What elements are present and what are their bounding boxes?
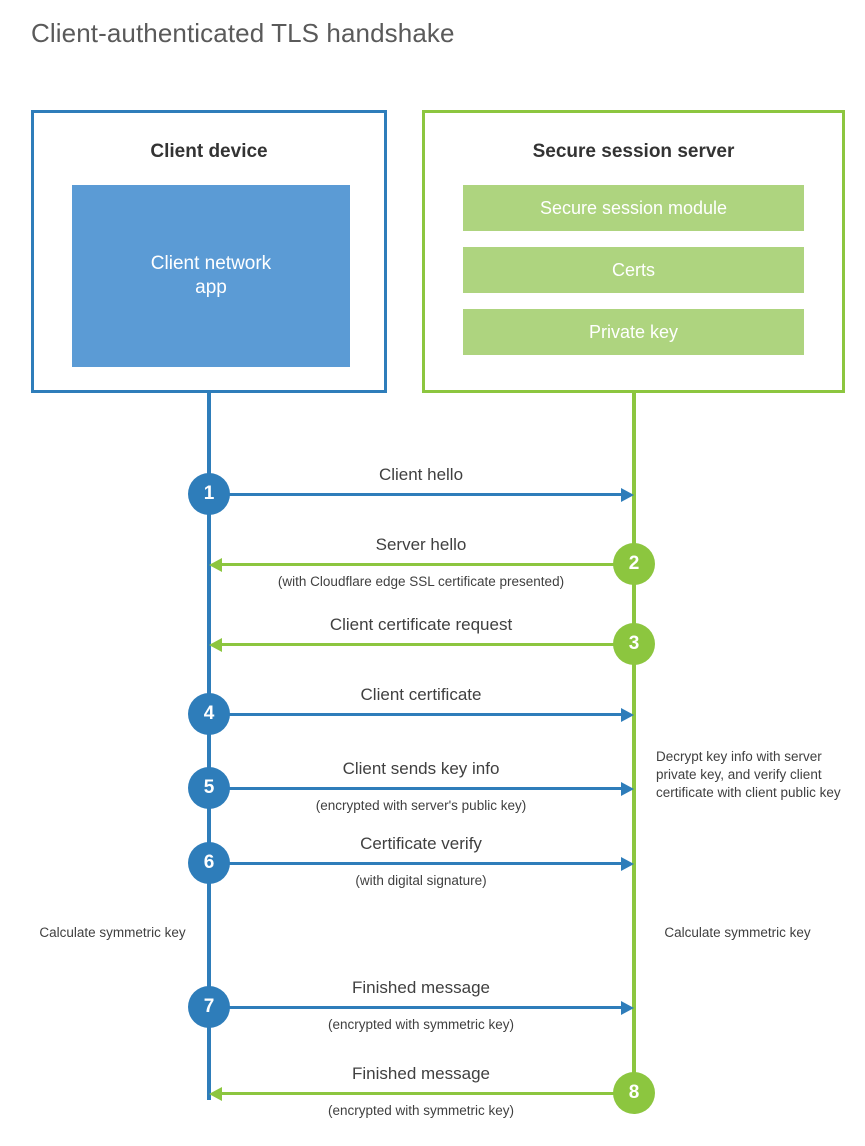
client-calculate-symmetric-key-note: Calculate symmetric key xyxy=(39,925,186,940)
step-4-arrow-head xyxy=(621,708,634,722)
step-3-arrow-head xyxy=(209,638,222,652)
step-5-sublabel: (encrypted with server's public key) xyxy=(315,798,527,813)
server-decrypt-note: Decrypt key info with server private key… xyxy=(656,749,841,800)
step-6-label: Certificate verify xyxy=(360,834,482,853)
server-lifeline xyxy=(632,393,636,1093)
server-item-label: Certs xyxy=(611,259,655,280)
step-2-label: Server hello xyxy=(375,535,467,554)
step-3-arrow-line xyxy=(222,643,634,646)
step-8-sublabel: (encrypted with symmetric key) xyxy=(327,1103,515,1118)
secure-session-server-box: Secure session server Secure session mod… xyxy=(422,110,845,393)
step-2-number-badge: 2 xyxy=(613,543,655,585)
step-6-number-badge: 6 xyxy=(188,842,230,884)
server-item-certs: Certs xyxy=(463,247,804,293)
step-4-label: Client certificate xyxy=(360,685,482,704)
step-8-number-badge: 8 xyxy=(613,1072,655,1114)
server-calculate-symmetric-key-note: Calculate symmetric key xyxy=(664,925,811,940)
step-3-label: Client certificate request xyxy=(329,615,513,634)
client-device-title: Client device xyxy=(150,141,268,162)
step-2-arrow-line xyxy=(222,563,634,566)
server-item-private-key: Private key xyxy=(463,309,804,355)
step-1-number-badge: 1 xyxy=(188,473,230,515)
step-5-arrow-head xyxy=(621,782,634,796)
step-7-sublabel: (encrypted with symmetric key) xyxy=(327,1017,515,1032)
step-7-label: Finished message xyxy=(352,978,490,997)
step-6-arrow-head xyxy=(621,857,634,871)
step-5-number-badge: 5 xyxy=(188,767,230,809)
step-5-arrow-line xyxy=(209,787,621,790)
step-7-arrow-line xyxy=(209,1006,621,1009)
step-1-arrow-line xyxy=(209,493,621,496)
server-component-list: Secure session module Certs Private key xyxy=(463,185,804,355)
step-6-arrow-line xyxy=(209,862,621,865)
step-8-arrow-line xyxy=(222,1092,634,1095)
step-8-label: Finished message xyxy=(352,1064,490,1083)
client-network-app-block: Client network app xyxy=(72,185,350,367)
step-7-arrow-head xyxy=(621,1001,634,1015)
step-1-label: Client hello xyxy=(378,465,464,484)
page-title: Client-authenticated TLS handshake xyxy=(31,18,455,48)
step-4-number-badge: 4 xyxy=(188,693,230,735)
step-5-label: Client sends key info xyxy=(342,759,500,778)
step-8-arrow-head xyxy=(209,1087,222,1101)
server-item-secure-session-module: Secure session module xyxy=(463,185,804,231)
step-3-number-badge: 3 xyxy=(613,623,655,665)
client-network-app-label: Client network app xyxy=(150,253,272,298)
server-item-label: Secure session module xyxy=(539,197,728,218)
server-item-label: Private key xyxy=(588,321,679,342)
step-6-sublabel: (with digital signature) xyxy=(355,873,487,888)
secure-session-server-title: Secure session server xyxy=(532,141,735,162)
client-device-box: Client device Client network app xyxy=(31,110,387,393)
step-7-number-badge: 7 xyxy=(188,986,230,1028)
step-2-sublabel: (with Cloudflare edge SSL certificate pr… xyxy=(277,574,565,589)
client-lifeline xyxy=(207,393,211,1100)
step-2-arrow-head xyxy=(209,558,222,572)
step-4-arrow-line xyxy=(209,713,621,716)
step-1-arrow-head xyxy=(621,488,634,502)
